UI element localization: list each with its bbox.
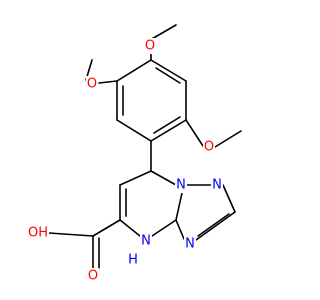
molecule-structure-svg: O O O N N N N H OH O bbox=[27, 24, 242, 284]
bond-ring bbox=[175, 192, 183, 221]
bond-ring bbox=[116, 59, 152, 82]
bond-ring bbox=[195, 211, 236, 241]
bond-c-o bbox=[98, 80, 118, 84]
atom-bg bbox=[127, 252, 139, 268]
bond-ring bbox=[150, 119, 187, 142]
atom-bg bbox=[175, 177, 187, 193]
bond-c-o bbox=[185, 119, 204, 147]
bond-layer bbox=[48, 24, 242, 269]
atom-bg bbox=[144, 38, 156, 54]
atom-nitrogen-triazole-bottom: N bbox=[185, 237, 195, 252]
atom-hydroxyl-oh: OH bbox=[28, 226, 48, 241]
atom-bg bbox=[86, 76, 98, 92]
bond-o-ch3 bbox=[214, 130, 242, 148]
bond-ring bbox=[175, 219, 185, 240]
atom-bg bbox=[87, 268, 99, 284]
bond-ring bbox=[150, 59, 187, 82]
molecule-diagram: O O O N N N N H OH O bbox=[27, 24, 242, 284]
atom-bg bbox=[211, 177, 223, 193]
atom-nitrogen-bridgehead: N bbox=[176, 178, 186, 193]
atom-bg bbox=[203, 139, 215, 155]
bond-ring-double bbox=[197, 213, 230, 237]
bond-ring bbox=[150, 170, 177, 186]
atom-oxygen-methoxy-left: O bbox=[87, 77, 97, 92]
bond-ring-double bbox=[155, 67, 181, 84]
bond-ring bbox=[119, 170, 152, 186]
bond-ring bbox=[116, 119, 152, 142]
bond-ring bbox=[222, 184, 236, 213]
atom-nitrogen-triazole-top: N bbox=[212, 178, 222, 193]
atom-hydrogen-nh: H bbox=[128, 253, 138, 268]
atom-oxygen-carbonyl: O bbox=[88, 269, 98, 284]
bond-ring bbox=[119, 219, 141, 237]
bond-ring bbox=[151, 219, 177, 237]
atom-bg bbox=[27, 225, 49, 241]
bond-o-ch3 bbox=[149, 24, 177, 41]
bond-ring-double bbox=[153, 116, 181, 134]
atom-bg bbox=[140, 233, 152, 249]
bond-c-oh bbox=[48, 232, 94, 237]
atom-bg bbox=[184, 236, 196, 252]
atom-layer: O O O N N N N H OH O bbox=[27, 38, 223, 284]
atom-oxygen-methoxy-right: O bbox=[204, 140, 214, 155]
atom-nitrogen-nh: N bbox=[141, 234, 151, 249]
bond-c-cooh bbox=[92, 219, 121, 237]
atom-oxygen-methoxy-top: O bbox=[145, 39, 155, 54]
